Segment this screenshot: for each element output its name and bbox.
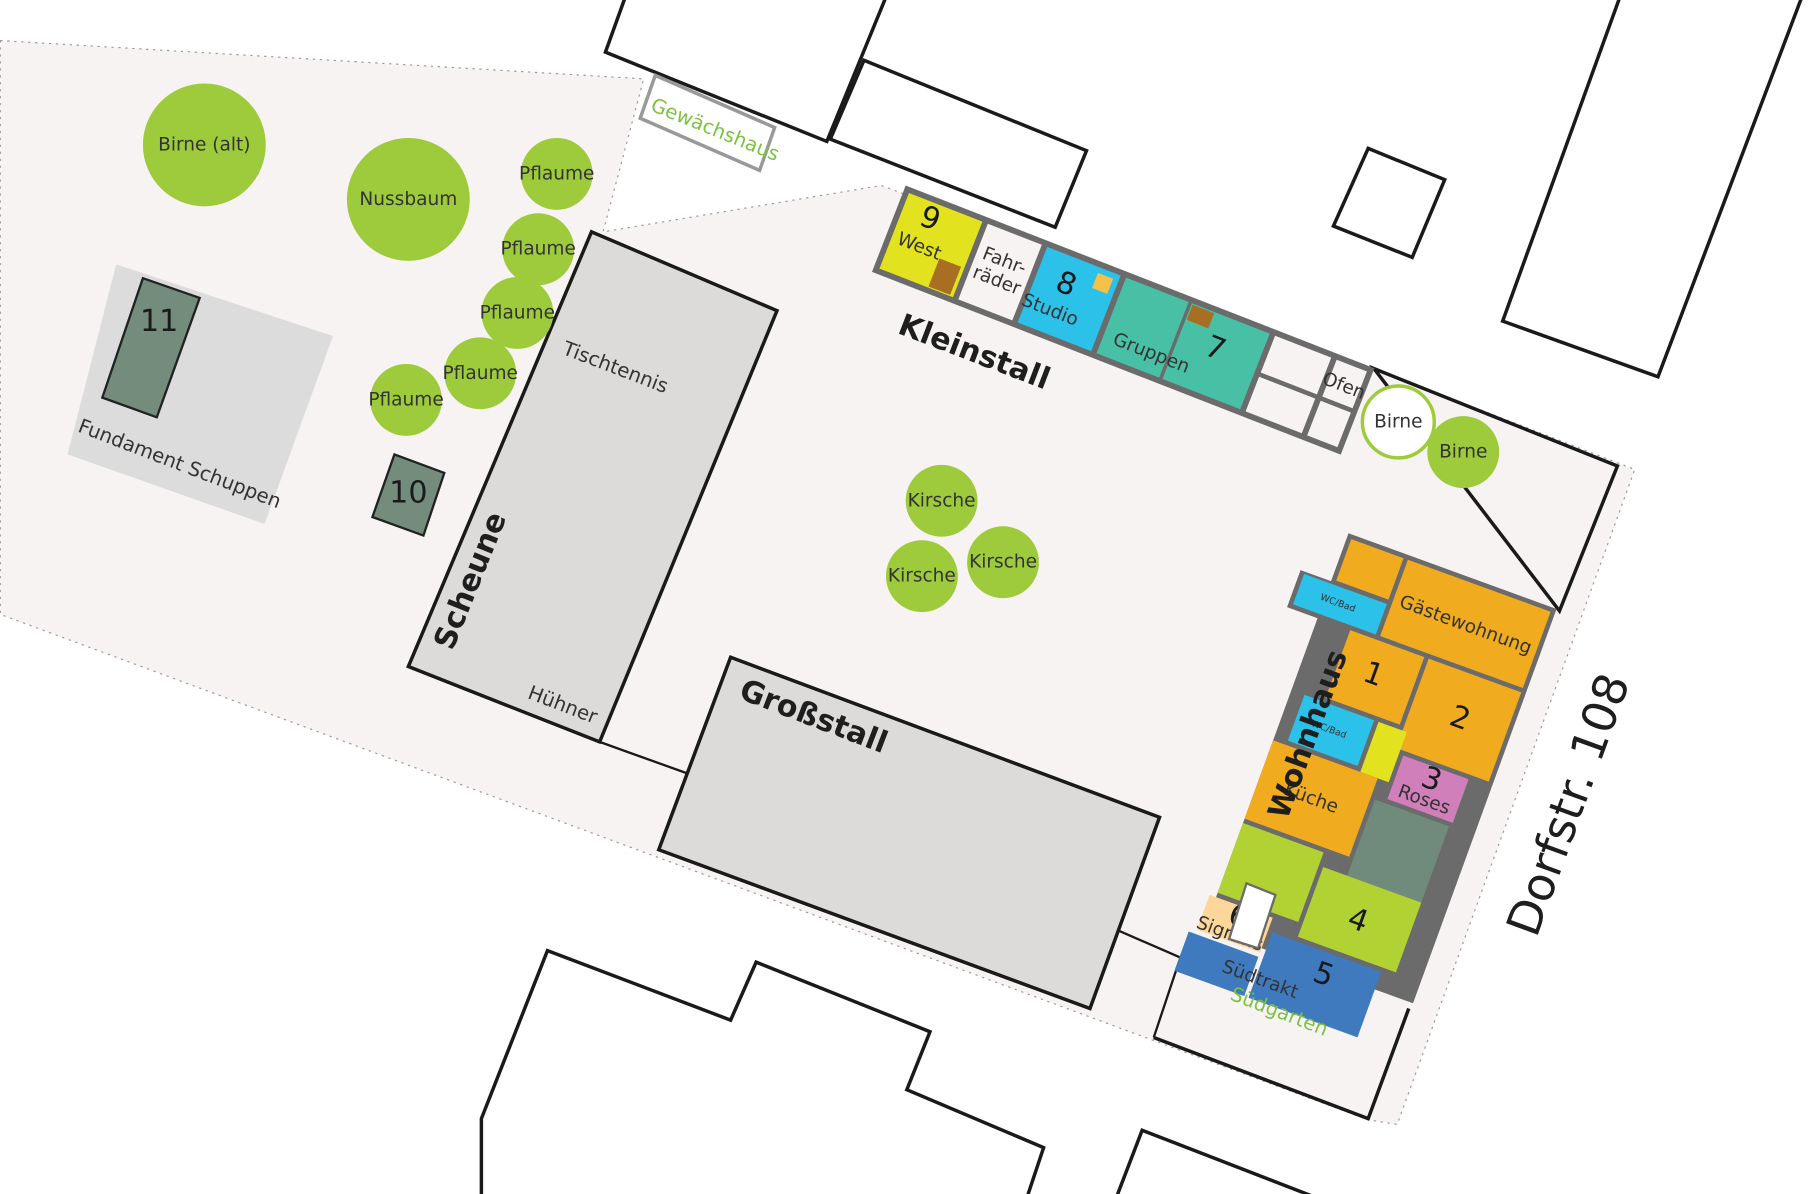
- storage-room: [1307, 400, 1351, 448]
- neighbor-building: [603, 0, 887, 144]
- room-small-orange[interactable]: [1336, 539, 1404, 600]
- tree[interactable]: Pflaume: [368, 363, 444, 436]
- plot-11[interactable]: [100, 276, 202, 419]
- tree-label: Birne (alt): [158, 134, 250, 155]
- scheune[interactable]: [406, 229, 780, 745]
- tree-label: Nussbaum: [359, 189, 457, 210]
- tree-label: Pflaume: [480, 302, 555, 323]
- tree[interactable]: Birne (alt): [142, 83, 266, 207]
- room-yellow[interactable]: [1360, 721, 1407, 783]
- tree-label: Pflaume: [500, 239, 575, 260]
- room-5[interactable]: [1248, 932, 1382, 1038]
- tree[interactable]: Nussbaum: [346, 137, 470, 261]
- tree[interactable]: Pflaume: [500, 213, 576, 286]
- south-wall: [1153, 1007, 1411, 1121]
- plot-10-label: 10: [389, 475, 427, 510]
- neighbor-building: [1331, 146, 1447, 260]
- gewaechshaus: [638, 73, 777, 173]
- room-suedtrakt[interactable]: [1174, 931, 1259, 997]
- neighbor-building: [1500, 0, 1803, 379]
- room-ofen[interactable]: [1322, 359, 1367, 409]
- grossstall[interactable]: [656, 655, 1162, 1011]
- tree-label: Kirsche: [908, 490, 976, 511]
- room-fahrraeder[interactable]: [958, 223, 1042, 321]
- tree[interactable]: Birne: [1427, 416, 1500, 489]
- neighbor-building: [479, 948, 1046, 1194]
- room-3-roses[interactable]: [1387, 755, 1469, 823]
- wohnhaus-entry: [1227, 881, 1277, 950]
- room-gruppen[interactable]: [1096, 277, 1189, 378]
- wohnhaus[interactable]: Gästewohnung WC/Bad 1 2 WC/Bad 3 Roses K…: [1157, 522, 1558, 1051]
- room-wc-bad-2[interactable]: [1287, 694, 1375, 766]
- tree[interactable]: Kirsche: [905, 464, 978, 537]
- tree-label: Kirsche: [888, 566, 956, 587]
- tree-label: Birne: [1439, 442, 1487, 463]
- tree[interactable]: Kirsche: [967, 526, 1039, 599]
- room-kueche[interactable]: [1244, 740, 1378, 857]
- plot-10[interactable]: [370, 452, 446, 538]
- neighbor-building: [1115, 1127, 1312, 1194]
- room-8-studio[interactable]: [1017, 246, 1121, 352]
- storage-room: [1260, 335, 1332, 395]
- room-4[interactable]: [1297, 866, 1422, 973]
- kleinstall[interactable]: 9 West Fahr- räder 8 Studio 7 Gruppen Of…: [871, 185, 1375, 455]
- neighbor-building: [828, 58, 1089, 230]
- wohnhaus-plot-outline: [1368, 364, 1620, 615]
- plot-11-label: 11: [140, 304, 178, 339]
- tree-label: Pflaume: [443, 363, 518, 384]
- tree-label: Kirsche: [969, 552, 1037, 573]
- tree[interactable]: Kirsche: [885, 540, 958, 613]
- tree[interactable]: Birne: [1360, 384, 1437, 460]
- tree-label: Pflaume: [519, 163, 594, 184]
- room-wc-bad-1[interactable]: [1292, 573, 1387, 635]
- yard-wall: [599, 740, 691, 776]
- tree-label: Birne: [1374, 411, 1422, 432]
- room-2[interactable]: [1396, 658, 1522, 782]
- room-1[interactable]: [1325, 630, 1425, 725]
- tree[interactable]: Pflaume: [480, 277, 555, 349]
- tree[interactable]: Pflaume: [443, 337, 518, 410]
- property-lot: [0, 39, 1636, 1126]
- room-gaestewohnung[interactable]: [1380, 559, 1551, 688]
- tree[interactable]: Pflaume: [519, 137, 594, 210]
- tree-label: Pflaume: [368, 389, 443, 410]
- storage-room: [1245, 376, 1316, 434]
- room-7[interactable]: [1162, 303, 1270, 410]
